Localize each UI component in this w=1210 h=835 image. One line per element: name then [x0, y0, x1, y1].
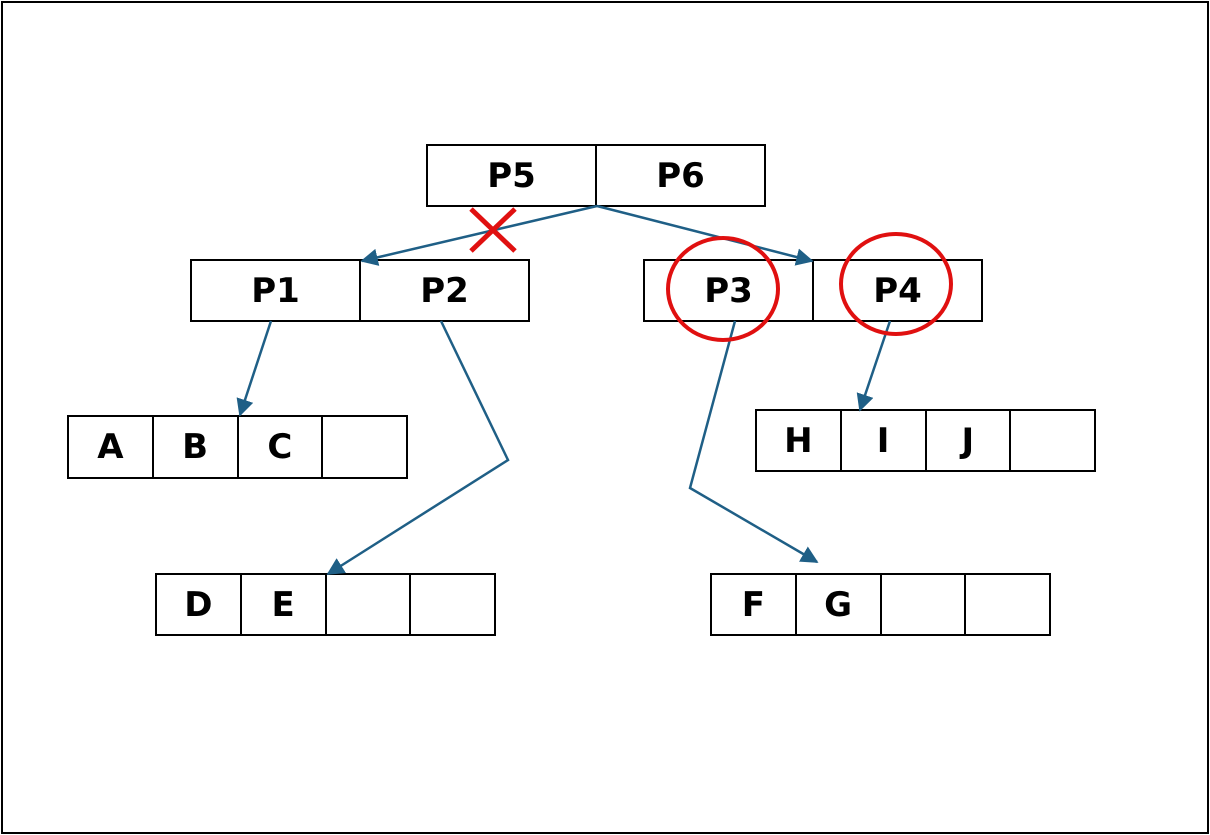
arrow-p4-to-leaf-hij — [856, 320, 892, 412]
arrow-p5-to-p1 — [360, 204, 598, 266]
leaf-fg-cell-2: G — [794, 575, 880, 634]
left-internal-cell-p1: P1 — [251, 270, 300, 311]
leaf-hij-cell-3: J — [924, 411, 1010, 470]
leaf-abc-cell-4 — [321, 417, 406, 477]
left-internal-node: P1 P2 — [190, 259, 530, 322]
leaf-node-abc: A B C — [67, 415, 408, 479]
leaf-abc-cell-1: A — [97, 427, 124, 467]
right-internal-node: P3 P4 — [643, 259, 983, 322]
leaf-hij-cell-4 — [1009, 411, 1094, 470]
root-cell-p6: P6 — [595, 146, 764, 205]
leaf-fg-cell-1: F — [741, 584, 765, 625]
arrow-p6-to-p4 — [596, 204, 814, 266]
leaf-abc-cell-3: C — [236, 417, 322, 477]
right-internal-cell-p4: P4 — [812, 261, 981, 320]
leaf-de-cell-3 — [324, 575, 410, 634]
leaf-de-cell-2: E — [239, 575, 325, 634]
leaf-abc-cell-2: B — [151, 417, 237, 477]
leaf-node-de: D E — [155, 573, 496, 636]
leaf-de-cell-4 — [409, 575, 494, 634]
leaf-hij-cell-2: I — [839, 411, 925, 470]
leaf-hij-cell-1: H — [784, 420, 813, 461]
leaf-node-hij: H I J — [755, 409, 1096, 472]
leaf-de-cell-1: D — [184, 584, 213, 625]
root-cell-p5: P5 — [487, 155, 536, 196]
leaf-node-fg: F G — [710, 573, 1051, 636]
leaf-fg-cell-3 — [879, 575, 965, 634]
arrow-p1-to-leaf-abc — [236, 320, 273, 417]
left-internal-cell-p2: P2 — [359, 261, 528, 320]
right-internal-cell-p3: P3 — [704, 270, 753, 311]
root-node: P5 P6 — [426, 144, 766, 207]
removed-link-cross-icon — [469, 207, 517, 253]
leaf-fg-cell-4 — [964, 575, 1049, 634]
